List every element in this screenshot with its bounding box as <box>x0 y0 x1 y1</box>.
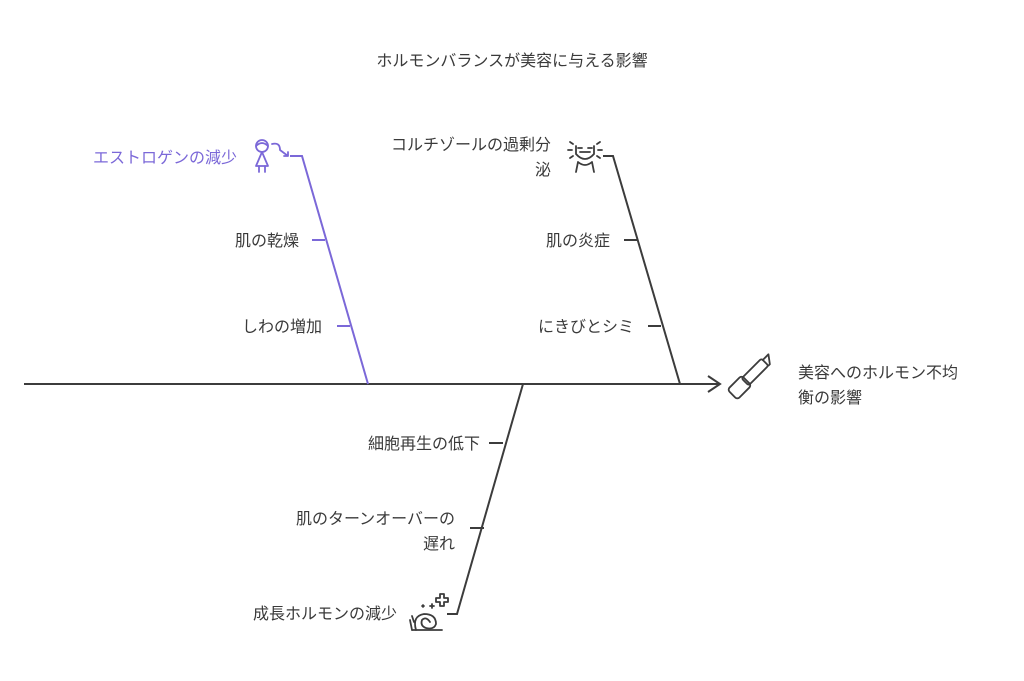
bone-estrogen: エストロゲンの減少 肌の乾燥 しわの増加 <box>93 139 369 385</box>
lipstick-icon <box>727 353 771 400</box>
cause-label-cortisol-line1: コルチゾールの過剰分 <box>391 135 551 154</box>
cause-label-estrogen: エストロゲンの減少 <box>93 148 237 167</box>
spine-arrowhead <box>707 375 722 393</box>
snail-icon <box>409 593 449 631</box>
diagram-title: ホルモンバランスが美容に与える影響 <box>376 51 647 70</box>
woman-icon <box>255 139 289 173</box>
effect-label-turnover-line1: 肌のターンオーバーの <box>296 509 455 528</box>
bone-growth-hormone: 細胞再生の低下 肌のターンオーバーの 遅れ 成長ホルモンの減少 <box>253 383 524 631</box>
effect-label-inflammation: 肌の炎症 <box>546 231 610 250</box>
spine <box>24 375 722 393</box>
effect-label-wrinkles: しわの増加 <box>242 317 322 336</box>
head-label-line1: 美容へのホルモン不均 <box>798 363 958 382</box>
stressed-face-icon <box>567 141 603 173</box>
head-label-line2: 衡の影響 <box>798 388 862 407</box>
bone-estrogen-line <box>290 155 369 385</box>
cause-label-growth-hormone: 成長ホルモンの減少 <box>253 604 397 623</box>
effect-label-turnover-line2: 遅れ <box>423 534 455 553</box>
bone-cortisol: コルチゾールの過剰分 泌 肌の炎症 にきびとシミ <box>391 135 681 385</box>
effect-label-skin-dryness: 肌の乾燥 <box>235 231 299 250</box>
head: 美容へのホルモン不均 衡の影響 <box>727 353 958 407</box>
effect-label-acne-spots: にきびとシミ <box>538 317 634 336</box>
bone-growth-hormone-line <box>447 383 524 615</box>
bone-cortisol-line <box>603 155 681 385</box>
cause-label-cortisol-line2: 泌 <box>535 160 551 179</box>
effect-label-cell-regeneration: 細胞再生の低下 <box>368 434 480 453</box>
